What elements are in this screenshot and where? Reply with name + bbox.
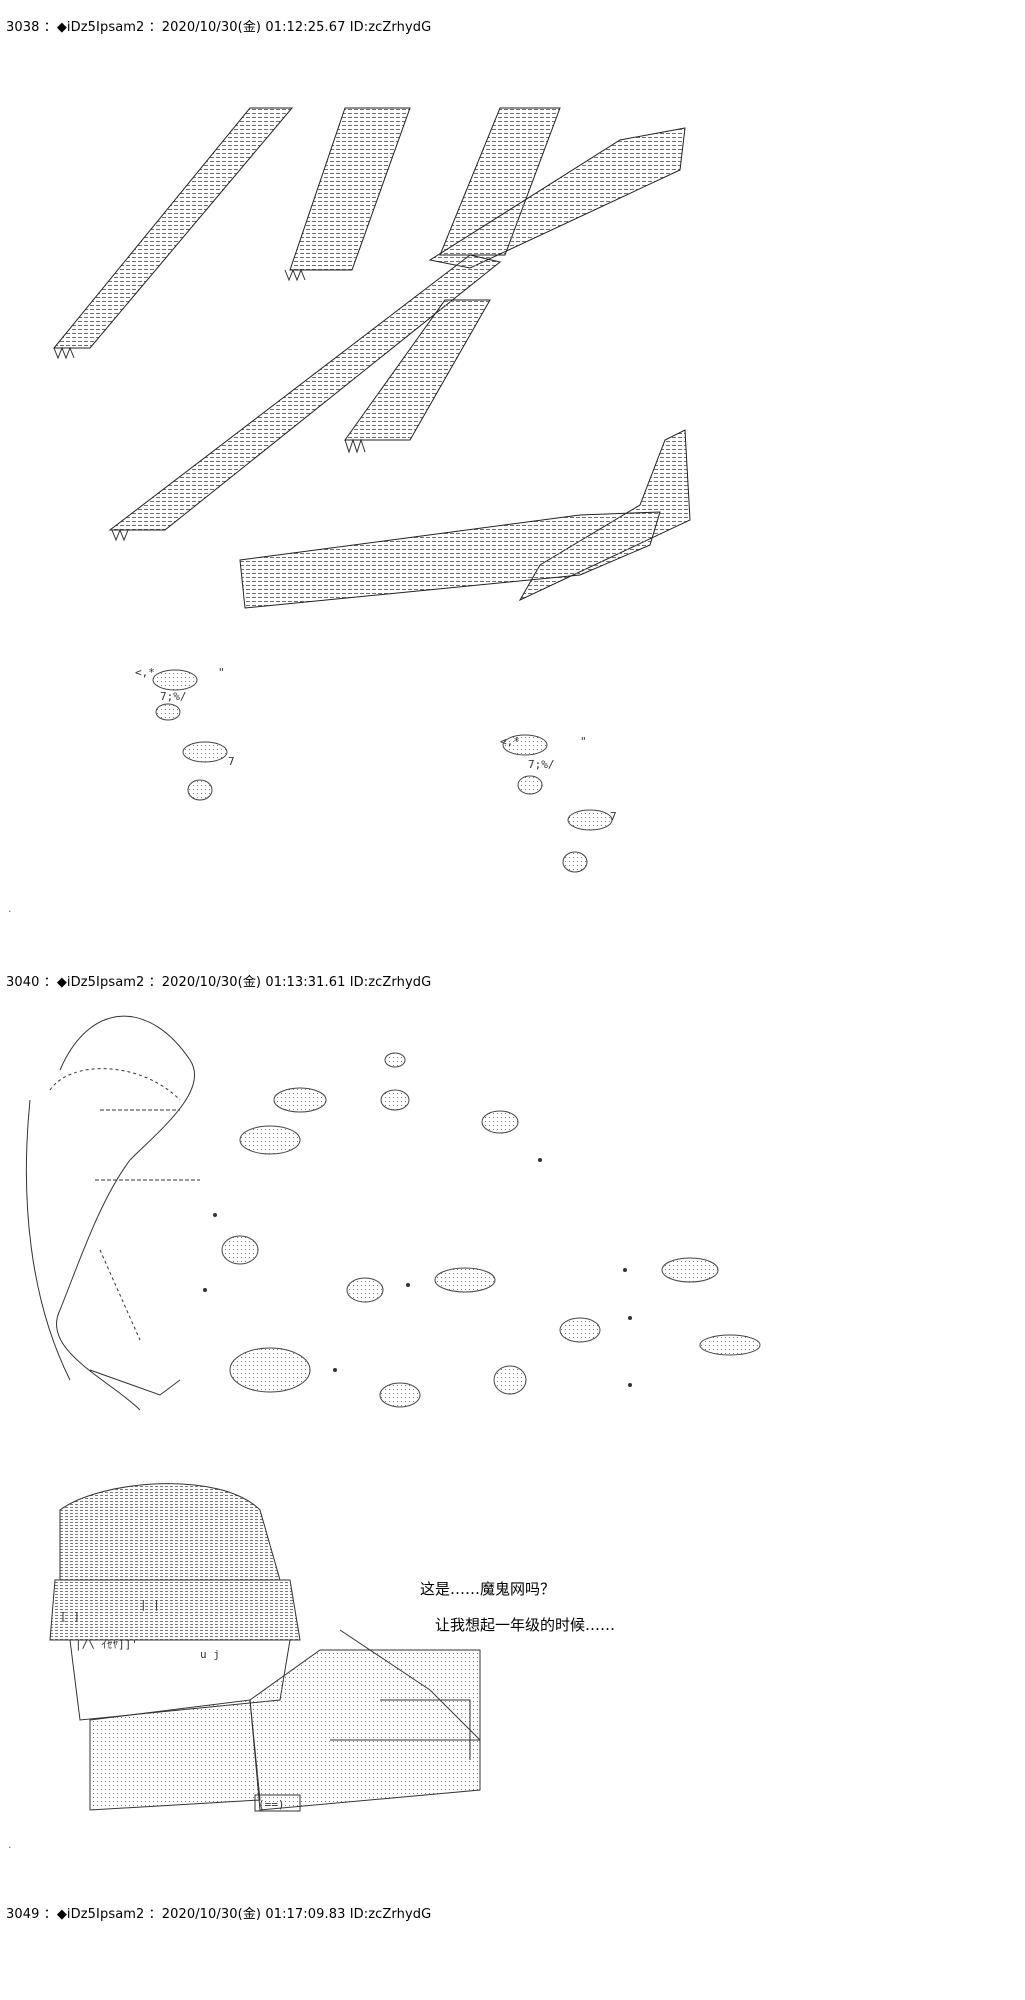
svg-text:|/\ ｲｾﾔ]]': |/\ ｲｾﾔ]]': [75, 1638, 138, 1651]
svg-text:u j: u j: [200, 1648, 220, 1661]
impact-marks: [152, 669, 613, 873]
impact-mark: [567, 809, 613, 831]
svg-text:": ": [580, 735, 587, 748]
slash-stroke-1: [52, 107, 294, 349]
caption-line-1: 这是……魔鬼网吗？: [420, 1580, 556, 1598]
slash-stroke-4: [428, 127, 686, 269]
slash-stroke-8: [239, 511, 661, 609]
svg-text:7;%/: 7;%/: [160, 690, 187, 703]
impact-mark: [562, 851, 588, 873]
post-header-3040: 3040 ：◆iDz5Ipsam2 ：2020/10/30(金) 01:13:3…: [6, 975, 432, 990]
impact-mark: [517, 775, 543, 795]
impact-mark: [182, 741, 228, 763]
caption-line-2: 让我想起一年级的时候……: [435, 1616, 616, 1634]
slash-stroke-2: [289, 107, 411, 271]
svg-text:7;%/: 7;%/: [528, 758, 555, 771]
impact-mark: [155, 703, 181, 721]
svg-text:<,*: <,*: [500, 735, 520, 748]
creature-scene: [25, 1015, 200, 1411]
impact-mark: [502, 734, 548, 756]
character-portrait: [49, 1483, 481, 1812]
svg-text:": ": [218, 666, 225, 679]
stray-dot: .: [8, 902, 12, 915]
impact-mark: [187, 779, 213, 801]
slash-stroke-5: [108, 254, 502, 531]
slash-strokes-group: [52, 107, 691, 609]
svg-text:7: 7: [228, 755, 235, 768]
svg-text:(==): (==): [258, 1798, 285, 1811]
svg-text:<,*: <,*: [135, 666, 155, 679]
slash-stroke-6: [344, 299, 491, 441]
post-header-3049: 3049 ：◆iDz5Ipsam2 ：2020/10/30(金) 01:17:0…: [6, 1907, 432, 1922]
impact-mark: [152, 669, 198, 691]
svg-text:[ ]: [ ]: [60, 1610, 80, 1623]
bubbles: [221, 1052, 761, 1408]
slash-stroke-3: [439, 107, 561, 256]
svg-text:7: 7: [610, 810, 617, 823]
post-header-3038: 3038 ：◆iDz5Ipsam2 ：2020/10/30(金) 01:12:2…: [6, 20, 432, 35]
svg-text:| |: | |: [140, 1598, 160, 1611]
stray-dot: .: [8, 1838, 12, 1851]
